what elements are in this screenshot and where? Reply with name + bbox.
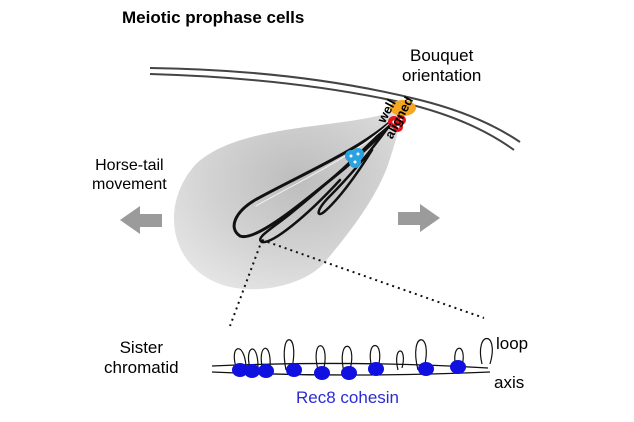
sister-chromatid-label: Sister chromatid xyxy=(104,338,179,378)
rec8-cohesin-label: Rec8 cohesin xyxy=(296,388,400,407)
horse-tail-movement-label: Horse-tail movement xyxy=(92,157,167,194)
nuclear-envelope-line-bottom xyxy=(149,73,515,151)
bouquet-orientation-label: Bouquet orientation xyxy=(402,46,482,86)
loop-label: loop xyxy=(496,334,529,353)
spindle-pole-body xyxy=(390,100,416,116)
centromere-cluster-icon xyxy=(388,115,406,132)
diagram-title: Meiotic prophase cells xyxy=(122,8,305,27)
nuclear-envelope-line-top xyxy=(149,67,521,143)
cell-body xyxy=(173,108,401,290)
arrow-left-icon xyxy=(120,206,162,234)
arrow-right-icon xyxy=(398,204,440,232)
aligned-cluster-icon xyxy=(345,148,364,168)
rec8-cohesin-beads xyxy=(232,360,466,380)
axis-label: axis xyxy=(494,373,525,392)
